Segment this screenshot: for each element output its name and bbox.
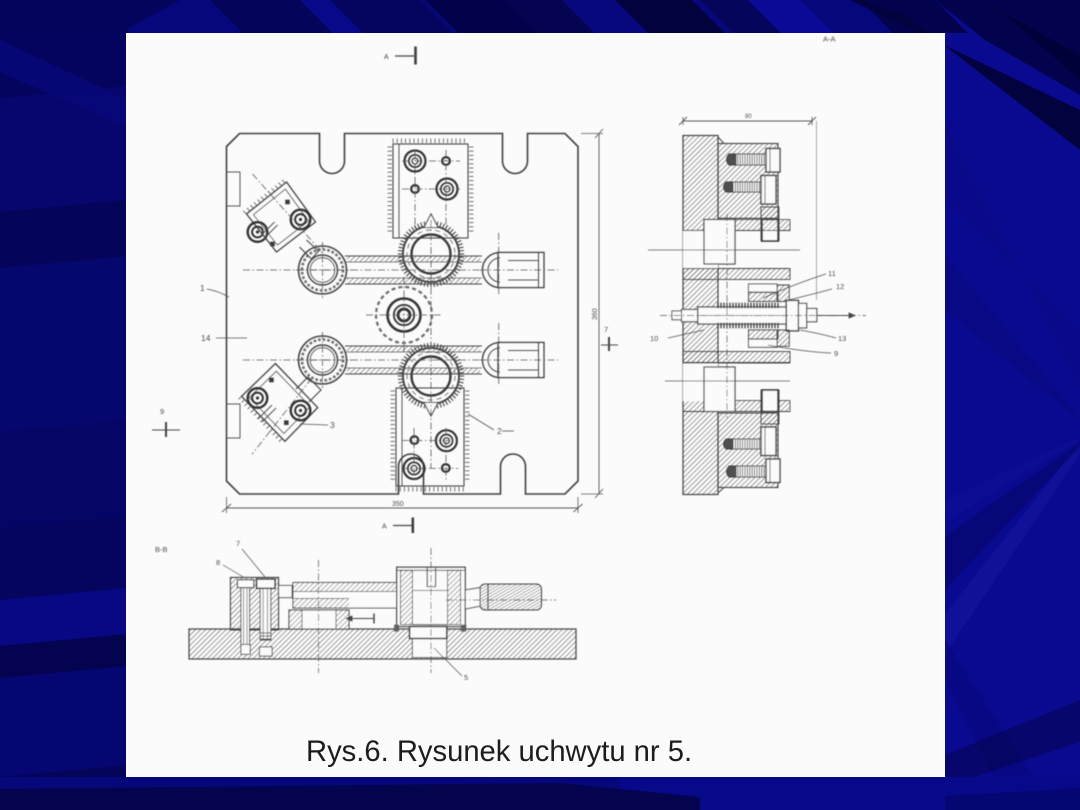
svg-text:5: 5 [464,673,468,682]
svg-text:2: 2 [497,426,502,436]
svg-text:350: 350 [392,501,404,508]
svg-text:14: 14 [201,333,211,343]
svg-text:12: 12 [836,282,844,291]
svg-text:13: 13 [838,334,846,343]
svg-text:9: 9 [834,349,838,358]
svg-text:80: 80 [745,114,752,120]
svg-text:7: 7 [236,539,240,548]
svg-text:B-B: B-B [155,545,168,554]
svg-text:360: 360 [592,308,599,320]
svg-text:A: A [384,54,389,61]
svg-text:3: 3 [330,420,335,430]
svg-text:9: 9 [160,407,164,416]
svg-text:A: A [382,524,387,531]
svg-text:Rys.6. Rysunek uchwytu nr 5.: Rys.6. Rysunek uchwytu nr 5. [306,736,692,768]
svg-text:8: 8 [216,558,220,567]
svg-text:11: 11 [828,269,836,278]
svg-text:7: 7 [604,325,608,334]
svg-text:10: 10 [650,334,658,343]
svg-text:1: 1 [200,283,205,293]
svg-text:A-A: A-A [823,35,836,44]
